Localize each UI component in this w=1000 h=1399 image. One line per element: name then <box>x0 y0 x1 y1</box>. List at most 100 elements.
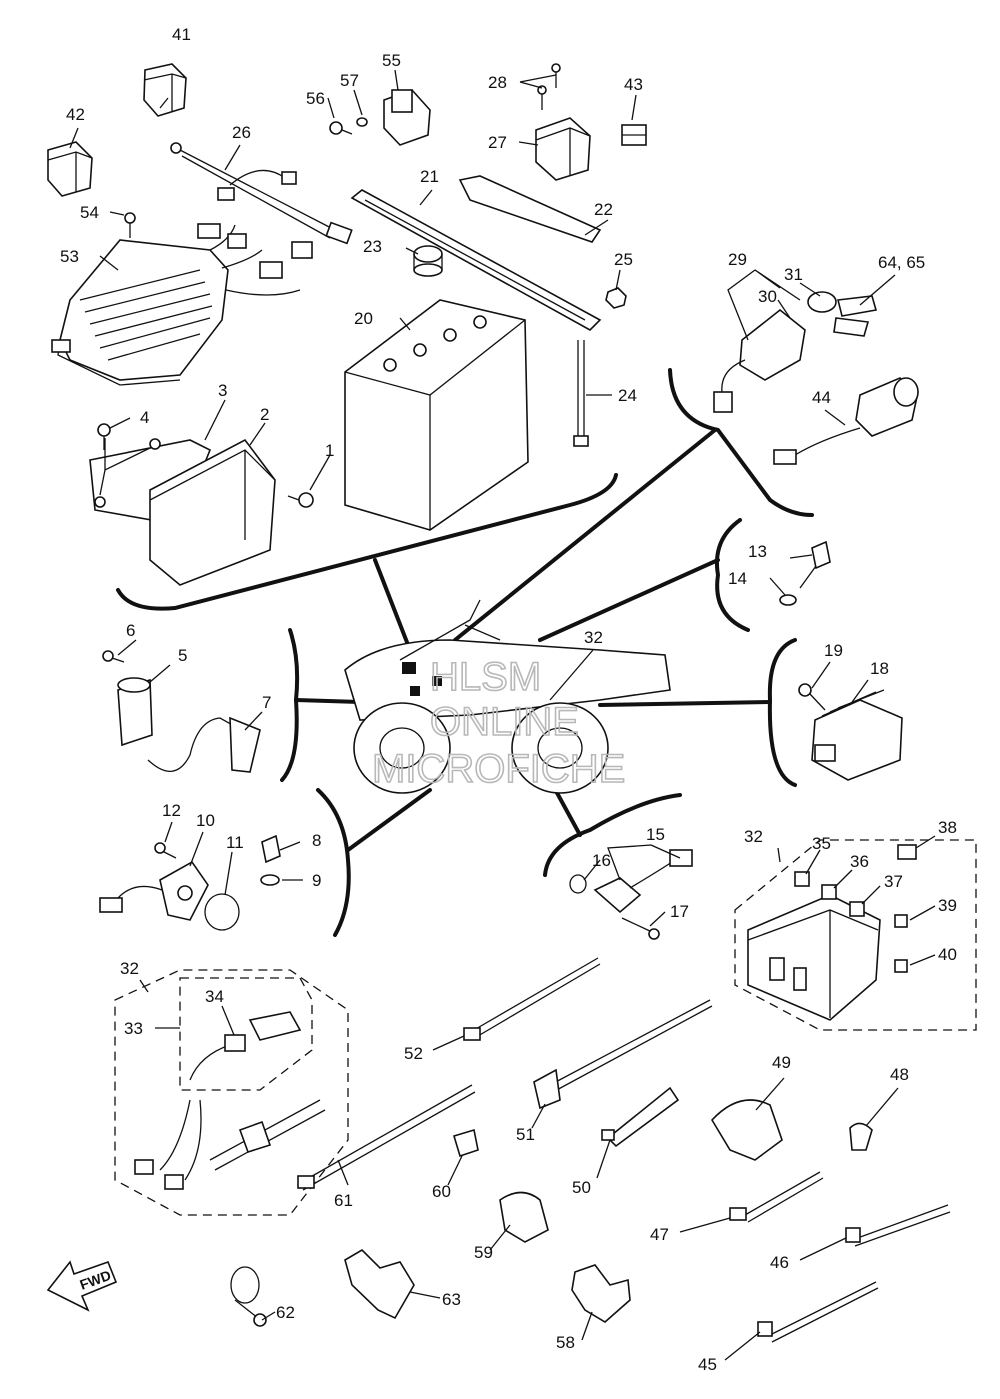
callout-57: 57 <box>340 71 359 90</box>
callout-53: 53 <box>60 247 79 266</box>
callout-16: 16 <box>592 851 611 870</box>
callout-46: 46 <box>770 1253 789 1272</box>
callout-36: 36 <box>850 852 869 871</box>
watermark-line2: ONLINE <box>430 700 579 744</box>
part-48-clamp <box>849 1122 873 1151</box>
callout-13: 13 <box>748 542 767 561</box>
callout-61: 61 <box>334 1191 353 1210</box>
part-16-o-ring <box>569 874 587 894</box>
callout-51: 51 <box>516 1125 535 1144</box>
callout-7: 7 <box>262 693 271 712</box>
part-26-lead-wire <box>170 142 353 245</box>
part-38-fuse <box>897 844 917 860</box>
part-39-fuse <box>894 914 908 928</box>
part-42-relay <box>47 141 93 197</box>
callout-28: 28 <box>488 73 507 92</box>
callout-19: 19 <box>824 641 843 660</box>
callout-26: 26 <box>232 123 251 142</box>
callout-31: 31 <box>784 265 803 284</box>
callout-41: 41 <box>172 25 191 44</box>
callout-10: 10 <box>196 811 215 830</box>
callout-27: 27 <box>488 133 507 152</box>
part-21-battery-band <box>350 189 602 331</box>
part-7-plug-cap <box>147 716 261 773</box>
callout-21: 21 <box>420 167 439 186</box>
callout-20: 20 <box>354 309 373 328</box>
part-30-main-switch <box>713 308 806 413</box>
callout-40: 40 <box>938 945 957 964</box>
part-4-bolt <box>97 423 111 450</box>
part-12-screw <box>154 842 177 859</box>
callout-47: 47 <box>650 1225 669 1244</box>
part-64-65-keys <box>833 295 878 337</box>
callout-60: 60 <box>432 1182 451 1201</box>
part-54-screw <box>124 212 136 238</box>
callout-leaders <box>69 69 936 1361</box>
callout-50: 50 <box>572 1178 591 1197</box>
callout-42: 42 <box>66 105 85 124</box>
part-17-bolt <box>621 917 660 940</box>
callout-18: 18 <box>870 659 889 678</box>
callout-43: 43 <box>624 75 643 94</box>
callout-58: 58 <box>556 1333 575 1352</box>
part-63-clamp <box>344 1248 415 1320</box>
part-50-band <box>601 1086 680 1148</box>
part-40-fuse <box>894 959 908 973</box>
part-37-fuse <box>849 901 865 917</box>
part-23-damper <box>413 245 443 277</box>
callout-9: 9 <box>312 871 321 890</box>
part-13-thermo-switch <box>799 540 831 589</box>
watermark-line3: MICROFICHE <box>372 747 625 791</box>
callout-1: 1 <box>325 441 334 460</box>
callout-32-fusebox: 32 <box>744 827 763 846</box>
callout-17: 17 <box>670 902 689 921</box>
callout-3: 3 <box>218 381 227 400</box>
callout-52: 52 <box>404 1044 423 1063</box>
callout-25: 25 <box>614 250 633 269</box>
callout-23: 23 <box>363 237 382 256</box>
part-49-clamp <box>711 1099 783 1161</box>
callout-29: 29 <box>728 250 747 269</box>
callout-38: 38 <box>938 818 957 837</box>
callout-34: 34 <box>205 987 224 1006</box>
part-53-cdi-unit <box>51 223 313 386</box>
part-43-relay <box>621 124 647 146</box>
part-55-starter-switch <box>383 89 431 146</box>
part-35-fuse <box>794 871 810 887</box>
callout-4: 4 <box>140 408 149 427</box>
part-14-gasket <box>779 594 797 606</box>
callout-37: 37 <box>884 872 903 891</box>
callout-39: 39 <box>938 896 957 915</box>
callout-55: 55 <box>382 51 401 70</box>
part-2-ecu <box>149 438 276 586</box>
part-44-dc-jack <box>773 377 919 465</box>
part-57-washer <box>356 117 368 127</box>
callout-8: 8 <box>312 831 321 850</box>
callout-30: 30 <box>758 287 777 306</box>
callout-33: 33 <box>124 1019 143 1038</box>
fwd-arrow-badge: FWD <box>46 1260 118 1312</box>
part-24-battery-bolt <box>573 340 589 447</box>
callout-6: 6 <box>126 621 135 640</box>
callout-15: 15 <box>646 825 665 844</box>
part-56-bolt <box>329 121 353 135</box>
part-61-cable-tie <box>297 1084 476 1191</box>
part-52-cable-tie <box>463 957 601 1041</box>
callout-56: 56 <box>306 89 325 108</box>
part-5-ignition-coil <box>117 677 153 747</box>
callout-numbers: 41 42 26 54 53 56 57 55 28 27 43 21 22 2… <box>60 25 957 1374</box>
part-15-sensor <box>593 849 693 914</box>
part-36-fuse <box>821 884 837 900</box>
part-19-bolt <box>798 683 826 711</box>
callout-54: 54 <box>80 203 99 222</box>
callout-22: 22 <box>594 200 613 219</box>
part-25-nut <box>605 287 627 309</box>
part-47-cable-tie <box>729 1171 824 1223</box>
callout-44: 44 <box>812 388 831 407</box>
wire-harness-group <box>114 969 349 1216</box>
callout-64-65: 64, 65 <box>878 253 925 272</box>
callout-12: 12 <box>162 801 181 820</box>
part-51-clip-tie <box>533 999 713 1110</box>
callout-14: 14 <box>728 569 747 588</box>
